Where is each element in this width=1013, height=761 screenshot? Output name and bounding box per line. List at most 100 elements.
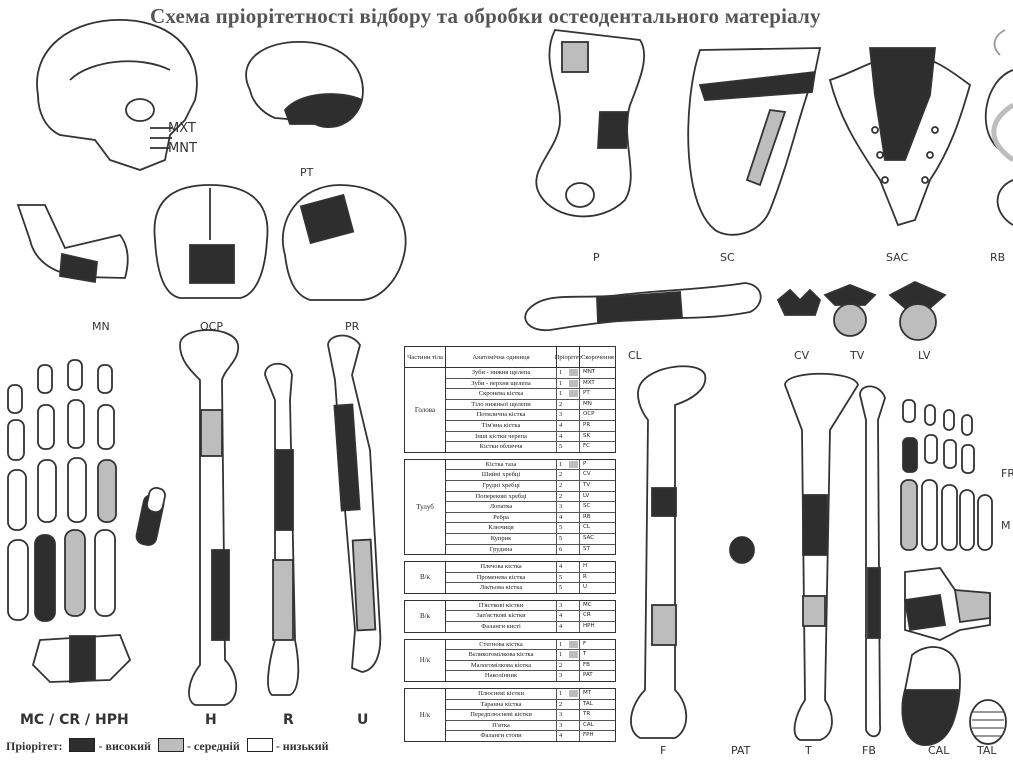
- row-priority-value: 1: [559, 641, 562, 648]
- table-row: Великогомілкова кістка1T: [446, 650, 615, 661]
- row-code: SC: [580, 502, 615, 512]
- row-priority: 4: [557, 622, 580, 632]
- row-priority-value: 2: [559, 493, 562, 500]
- row-priority-value: 5: [559, 535, 562, 542]
- p-high-zone: [598, 112, 628, 148]
- row-priority: 3: [557, 601, 580, 611]
- row-priority-value: 2: [559, 701, 562, 708]
- row-priority: 2: [557, 700, 580, 710]
- legend-high-label: - високий: [98, 739, 150, 753]
- label-tal: TAL: [977, 744, 997, 757]
- row-anatomical-unit: Ребра: [446, 513, 557, 523]
- row-code: RB: [580, 513, 615, 523]
- row-anatomical-unit: Ключиця: [446, 523, 557, 533]
- row-priority: 6: [557, 545, 580, 555]
- group-label: Н/к: [405, 689, 446, 741]
- row-code: HPH: [580, 622, 615, 632]
- priority-table: Частини тіла Анатомічна одиниця Пріоріте…: [404, 346, 616, 748]
- row-priority: 3: [557, 410, 580, 420]
- row-priority-value: 3: [559, 602, 562, 609]
- row-anatomical-unit: Великогомілкова кістка: [446, 650, 557, 660]
- row-priority-value: 4: [559, 563, 562, 570]
- legend-low-label: - низький: [276, 739, 329, 753]
- row-priority-value: 5: [559, 574, 562, 581]
- row-code: TR: [580, 710, 615, 720]
- carpal-high-zone: [70, 636, 95, 682]
- row-code: MC: [580, 601, 615, 611]
- row-code: MT: [580, 689, 615, 699]
- row-priority-value: 4: [559, 732, 562, 739]
- hand-bones-drawing: [8, 360, 166, 682]
- row-priority-value: 1: [559, 651, 562, 658]
- row-anatomical-unit: Стегнова кістка: [446, 640, 557, 650]
- header-body-part: Частини тіла: [405, 347, 446, 367]
- row-priority: 1: [557, 650, 580, 660]
- row-code: MN: [580, 400, 615, 410]
- table-row: Грудні хребці2 TV: [446, 481, 615, 492]
- temporal-bone-drawing: [246, 42, 363, 127]
- row-priority: 1: [557, 640, 580, 650]
- row-code: TV: [580, 481, 615, 491]
- table-group: ТулубКістка таза1PШийні хребці2CVГрудні …: [404, 459, 616, 555]
- row-anatomical-unit: Наколінник: [446, 671, 557, 681]
- row-code: P: [580, 460, 615, 470]
- row-priority-value: 2: [559, 482, 562, 489]
- row-anatomical-unit: Фаланги кисті: [446, 622, 557, 632]
- row-priority-value: 1: [559, 390, 562, 397]
- row-anatomical-unit: Скронева кістка: [446, 389, 557, 399]
- row-priority-value: 6: [559, 546, 562, 553]
- legend-low-swatch: [247, 738, 273, 752]
- row-code: CR: [580, 611, 615, 621]
- label-f: F: [660, 744, 666, 757]
- row-priority: 4: [557, 611, 580, 621]
- table-row: Плечова кістка4H: [446, 562, 615, 573]
- group-label: Тулуб: [405, 460, 446, 554]
- table-row: Поперекові хребці2LV: [446, 492, 615, 503]
- row-priority-value: 4: [559, 422, 562, 429]
- label-mxt: MXT: [168, 121, 196, 136]
- table-row: Тіло нижньої щелепи2MN: [446, 400, 615, 411]
- label-r: R: [283, 712, 294, 728]
- cl-high-zone: [597, 292, 682, 322]
- label-t: T: [805, 744, 812, 757]
- r-medium-zone: [273, 560, 293, 640]
- row-priority-value: 4: [559, 433, 562, 440]
- row-anatomical-unit: Зап'ясткові кістки: [446, 611, 557, 621]
- row-anatomical-unit: Грудні хребці: [446, 481, 557, 491]
- parietal-skull-drawing: [283, 185, 406, 300]
- radius-drawing: [265, 364, 298, 695]
- row-code: R: [580, 573, 615, 583]
- row-code: OCP: [580, 410, 615, 420]
- row-priority: 2: [557, 661, 580, 671]
- row-code: ST: [580, 545, 615, 555]
- row-anatomical-unit: Променева кістка: [446, 573, 557, 583]
- row-anatomical-unit: Ліктьова кістка: [446, 583, 557, 593]
- u-medium-zone: [353, 540, 376, 631]
- row-code: PR: [580, 421, 615, 431]
- row-priority-value: 4: [559, 514, 562, 521]
- group-label: В/к: [405, 562, 446, 593]
- row-code: FPH: [580, 731, 615, 741]
- row-anatomical-unit: Шийні хребці: [446, 470, 557, 480]
- header-priority: Пріорітет: [557, 347, 580, 367]
- hand-medium-zone-1: [98, 460, 116, 522]
- tarsal-high-zone: [905, 595, 945, 630]
- row-priority-value: 3: [559, 711, 562, 718]
- row-code: FC: [580, 442, 615, 452]
- row-anatomical-unit: Передплюсневі кістки: [446, 710, 557, 720]
- fibula-drawing: [860, 386, 885, 736]
- row-code: LV: [580, 492, 615, 502]
- header-anatomical-unit: Анатомічна одиниця: [446, 347, 557, 367]
- label-sc: SC: [720, 251, 735, 264]
- row-priority-value: 2: [559, 662, 562, 669]
- table-group: В/кП'ясткові кістки3MCЗап'ясткові кістки…: [404, 600, 616, 633]
- row-anatomical-unit: Інші кістки черепа: [446, 432, 557, 442]
- label-u: U: [357, 712, 368, 728]
- table-header: Частини тіла Анатомічна одиниця Пріоріте…: [404, 346, 616, 367]
- table-row: Плюсневі кістки1MT: [446, 689, 615, 700]
- t-high-zone: [803, 495, 827, 555]
- foot-bones-drawing: [901, 400, 1006, 745]
